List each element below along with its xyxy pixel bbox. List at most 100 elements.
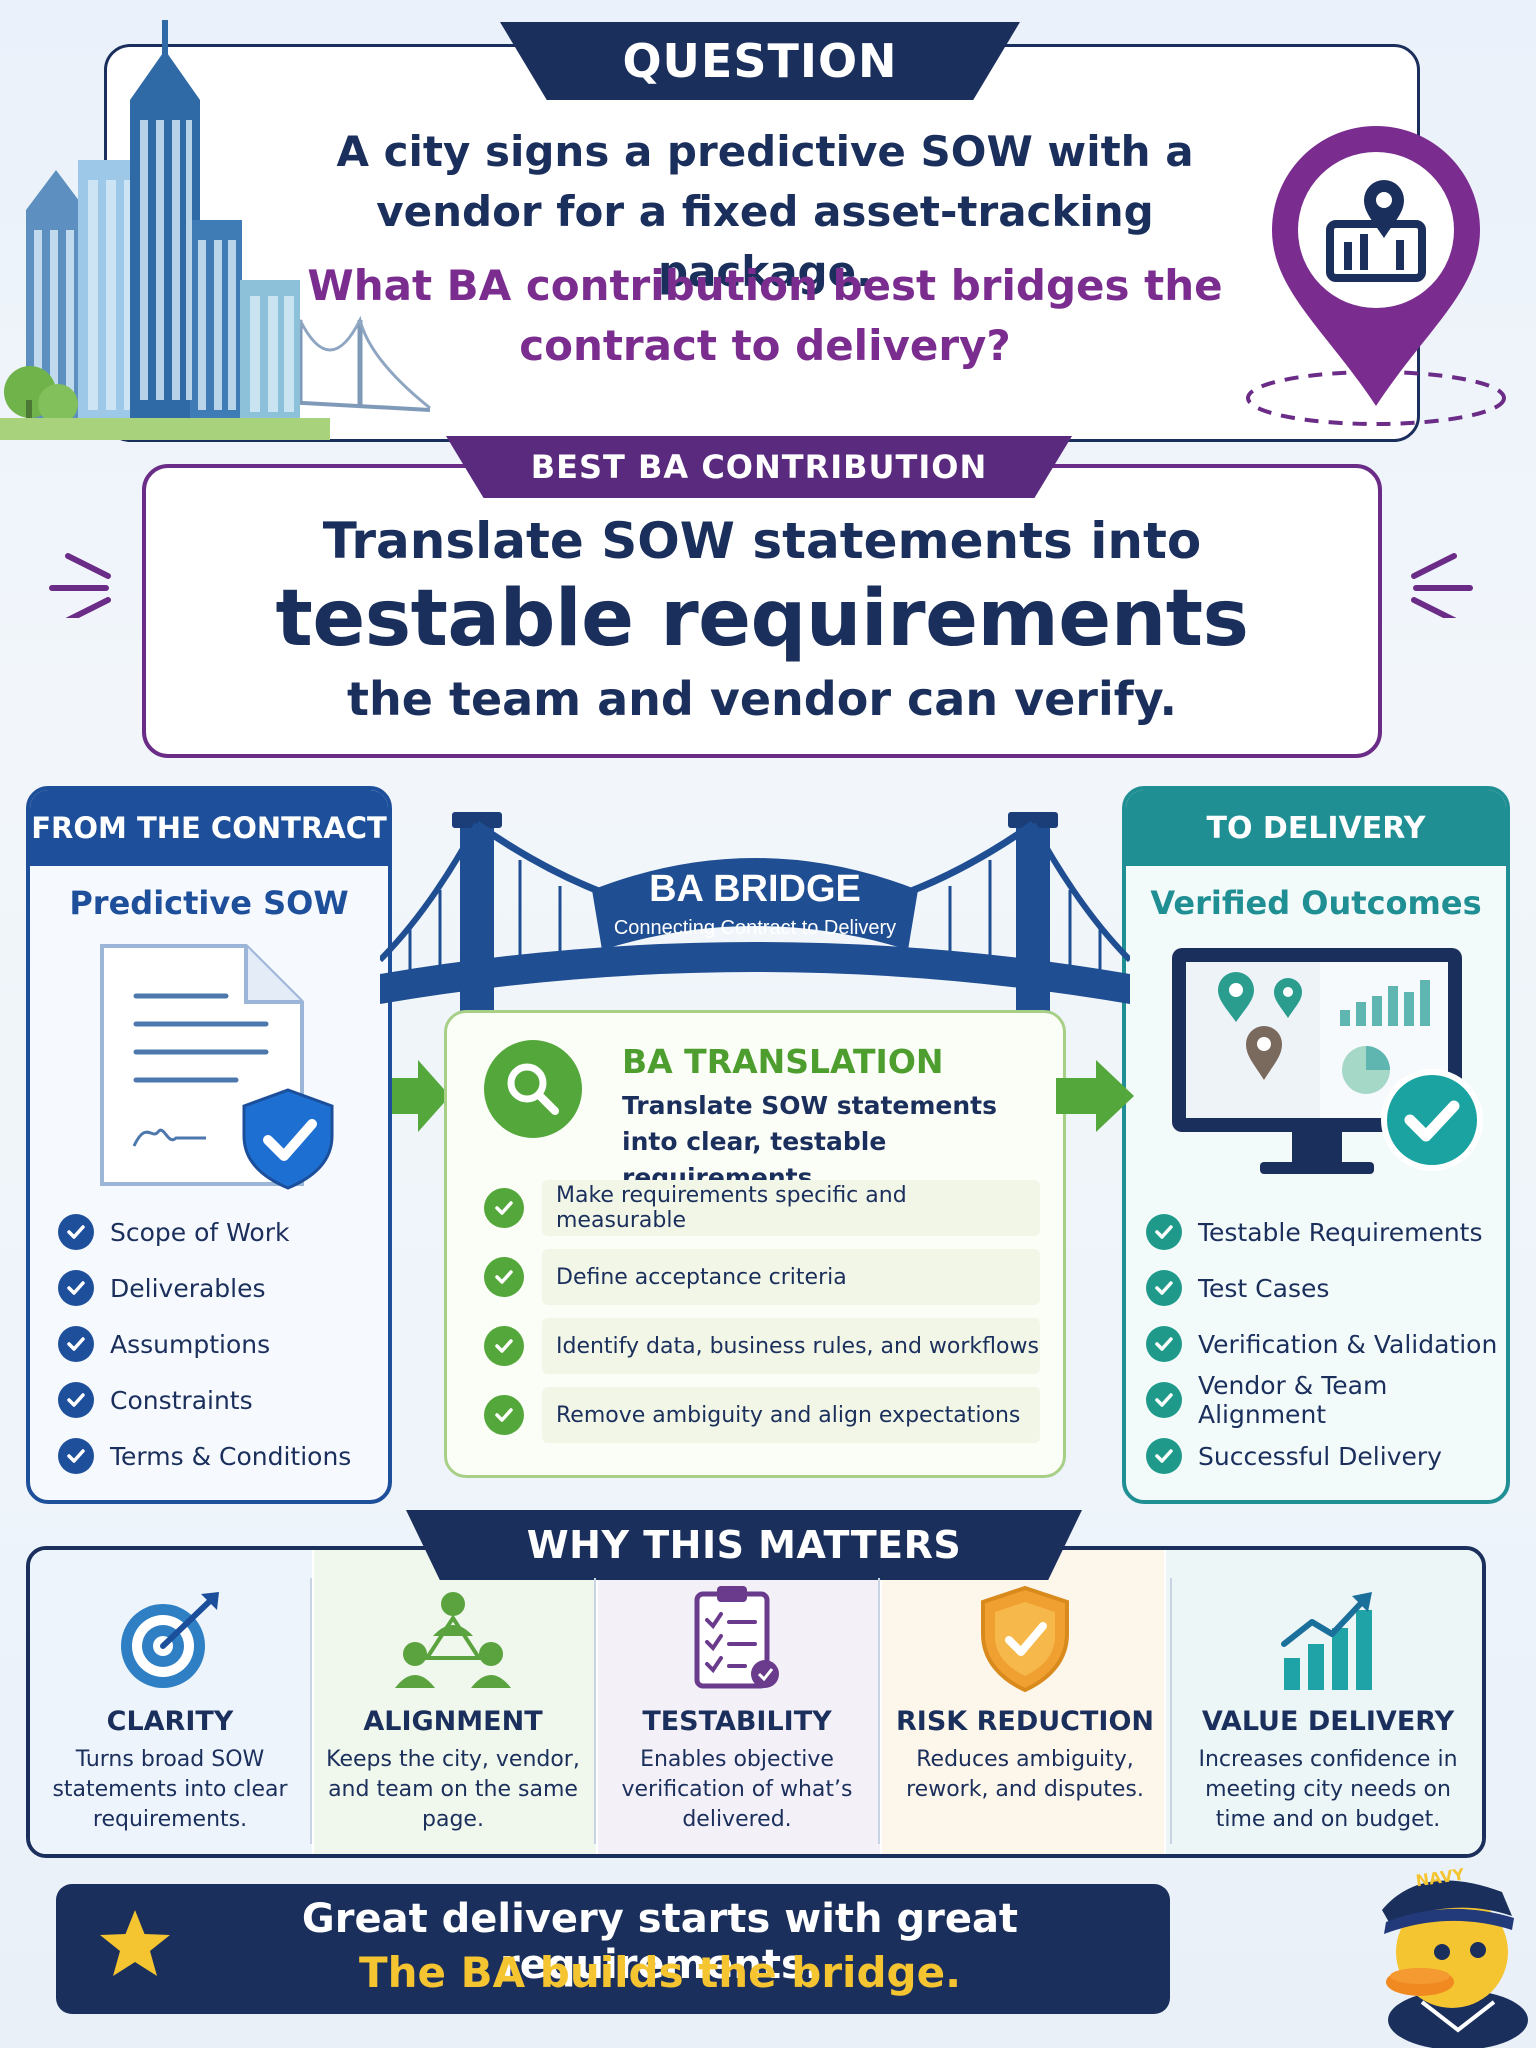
- star-icon: [100, 1910, 170, 1976]
- arrow-right-icon: [1056, 1060, 1134, 1132]
- list-item: Verification & Validation: [1146, 1316, 1506, 1372]
- contract-item-label: Terms & Conditions: [110, 1441, 352, 1471]
- check-icon: [1146, 1214, 1182, 1250]
- why-column-testability: TESTABILITY Enables objective verificati…: [596, 1576, 878, 1848]
- delivery-item-label: Successful Delivery: [1198, 1441, 1442, 1471]
- banner-line2: The BA builds the bridge.: [358, 1948, 962, 1997]
- team-icon: [395, 1592, 511, 1688]
- column-divider: [594, 1578, 596, 1844]
- why-column-risk-reduction: RISK REDUCTION Reduces ambiguity, rework…: [880, 1576, 1170, 1848]
- list-item: Vendor & Team Alignment: [1146, 1371, 1506, 1429]
- list-item: Testable Requirements: [1146, 1204, 1506, 1260]
- question-tab: QUESTION: [500, 22, 1020, 100]
- contract-items-list: Scope of Work Deliverables Assumptions C…: [58, 1204, 388, 1484]
- city-skyline-illustration: [0, 20, 431, 440]
- translation-steps-list: Make requirements specific and measurabl…: [484, 1180, 1040, 1456]
- check-icon: [58, 1270, 94, 1306]
- list-item: Make requirements specific and measurabl…: [484, 1180, 1040, 1236]
- check-icon: [1146, 1438, 1182, 1474]
- list-item: Remove ambiguity and align expectations: [484, 1387, 1040, 1443]
- bridge-subtitle: Connecting Contract to Delivery: [614, 917, 896, 939]
- best-contribution-line1: Translate SOW statements into: [322, 512, 1202, 570]
- check-icon: [58, 1214, 94, 1250]
- footer-banner: [56, 1884, 1170, 2014]
- delivery-item-label: Test Cases: [1198, 1273, 1330, 1303]
- from-contract-subtitle: Predictive SOW: [69, 884, 349, 922]
- check-icon: [484, 1257, 524, 1297]
- question-prompt: What BA contribution best bridges the co…: [307, 261, 1223, 370]
- translation-step: Define acceptance criteria: [542, 1249, 1040, 1305]
- check-icon: [58, 1438, 94, 1474]
- arrow-right-icon: [392, 1060, 450, 1132]
- list-item: Successful Delivery: [1146, 1428, 1506, 1484]
- why-title: TESTABILITY: [642, 1706, 832, 1737]
- check-icon: [58, 1382, 94, 1418]
- translation-step: Remove ambiguity and align expectations: [542, 1387, 1040, 1443]
- translation-step: Identify data, business rules, and workf…: [542, 1318, 1040, 1374]
- to-delivery-header: TO DELIVERY: [1126, 790, 1506, 866]
- delivery-item-label: Testable Requirements: [1198, 1217, 1483, 1247]
- column-divider: [878, 1578, 880, 1844]
- bridge-title: BA BRIDGE: [649, 868, 861, 910]
- delivery-items-list: Testable Requirements Test Cases Verific…: [1146, 1204, 1506, 1484]
- why-column-alignment: ALIGNMENT Keeps the city, vendor, and te…: [312, 1576, 594, 1848]
- list-item: Terms & Conditions: [58, 1428, 388, 1484]
- check-icon: [1146, 1326, 1182, 1362]
- emphasis-burst-left-icon: [49, 553, 111, 618]
- why-column-value-delivery: VALUE DELIVERY Increases confidence in m…: [1172, 1576, 1484, 1848]
- magnifier-icon: [484, 1040, 582, 1138]
- why-this-matters-tab: WHY THIS MATTERS: [406, 1510, 1082, 1580]
- to-delivery-subtitle: Verified Outcomes: [1150, 884, 1482, 922]
- checklist-icon: [694, 1586, 779, 1689]
- delivery-item-label: Verification & Validation: [1198, 1329, 1498, 1359]
- list-item: Define acceptance criteria: [484, 1249, 1040, 1305]
- why-description: Increases confidence in meeting city nee…: [1198, 1747, 1458, 1832]
- banner-line1: Great delivery starts with great require…: [301, 1896, 1019, 1988]
- monitor-dashboard-icon: [1172, 948, 1483, 1174]
- translation-title: BA TRANSLATION: [622, 1042, 944, 1081]
- shield-icon: [981, 1585, 1069, 1692]
- list-item: Identify data, business rules, and workf…: [484, 1318, 1040, 1374]
- best-contribution-tab: BEST BA CONTRIBUTION: [446, 436, 1072, 498]
- emphasis-burst-right-icon: [1411, 553, 1473, 618]
- list-item: Constraints: [58, 1372, 388, 1428]
- check-icon: [484, 1188, 524, 1228]
- translation-step: Make requirements specific and measurabl…: [542, 1180, 1040, 1236]
- contract-document-icon: [100, 944, 334, 1190]
- list-item: Deliverables: [58, 1260, 388, 1316]
- why-title: CLARITY: [106, 1706, 234, 1737]
- why-column-clarity: CLARITY Turns broad SOW statements into …: [30, 1576, 310, 1848]
- contract-item-label: Constraints: [110, 1385, 253, 1415]
- why-description: Enables objective verification of what’s…: [621, 1747, 853, 1832]
- column-divider: [1170, 1578, 1172, 1844]
- why-title: VALUE DELIVERY: [1201, 1706, 1455, 1737]
- contract-item-label: Assumptions: [110, 1329, 271, 1359]
- check-icon: [484, 1326, 524, 1366]
- best-contribution-line3: the team and vendor can verify.: [347, 672, 1177, 726]
- why-title: RISK REDUCTION: [895, 1706, 1154, 1737]
- contract-item-label: Scope of Work: [110, 1217, 290, 1247]
- list-item: Scope of Work: [58, 1204, 388, 1260]
- best-contribution-headline: testable requirements: [275, 574, 1249, 664]
- target-icon: [121, 1592, 219, 1688]
- why-description: Reduces ambiguity, rework, and disputes.: [906, 1747, 1144, 1802]
- from-contract-header: FROM THE CONTRACT: [30, 790, 388, 866]
- contract-item-label: Deliverables: [110, 1273, 266, 1303]
- growth-chart-icon: [1281, 1592, 1372, 1690]
- question-card: [104, 44, 1420, 442]
- why-description: Turns broad SOW statements into clear re…: [52, 1747, 288, 1832]
- check-icon: [58, 1326, 94, 1362]
- why-description: Keeps the city, vendor, and team on the …: [326, 1747, 580, 1832]
- column-divider: [310, 1578, 312, 1844]
- list-item: Assumptions: [58, 1316, 388, 1372]
- list-item: Test Cases: [1146, 1260, 1506, 1316]
- location-pin-icon: [1246, 126, 1506, 426]
- check-icon: [1146, 1382, 1182, 1418]
- duck-mascot-icon: [1382, 1880, 1528, 2048]
- why-title: ALIGNMENT: [363, 1706, 543, 1737]
- check-icon: [484, 1395, 524, 1435]
- ba-bridge-illustration: BA BRIDGE Connecting Contract to Deliver…: [380, 812, 1130, 1020]
- question-text: A city signs a predictive SOW with a ven…: [336, 127, 1194, 296]
- check-icon: [1146, 1270, 1182, 1306]
- delivery-item-label: Vendor & Team Alignment: [1198, 1371, 1388, 1429]
